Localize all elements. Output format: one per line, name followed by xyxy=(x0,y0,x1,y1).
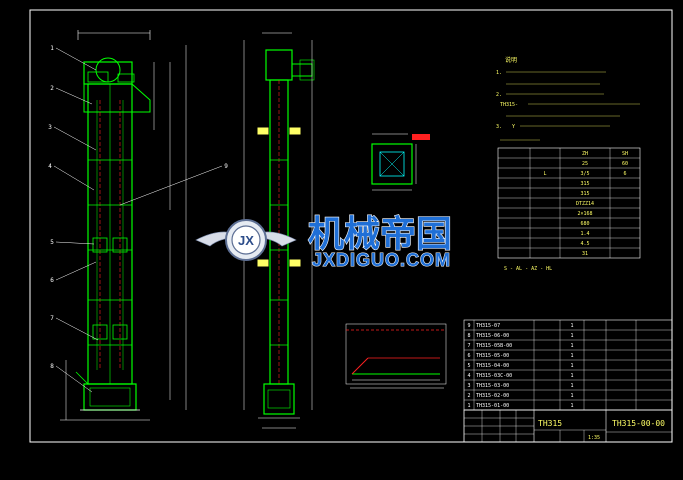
spec-cell: 680 xyxy=(580,221,589,227)
part-code: TH315-01-00 xyxy=(476,403,509,409)
part-index: 7 xyxy=(467,343,470,349)
spec-cell: L xyxy=(543,171,546,177)
balloon-3: 3 xyxy=(48,124,52,131)
part-index: 5 xyxy=(467,363,470,369)
part-qty: 1 xyxy=(570,323,573,329)
part-qty: 1 xyxy=(570,373,573,379)
part-index: 8 xyxy=(467,333,470,339)
part-qty: 1 xyxy=(570,393,573,399)
balloon-6: 6 xyxy=(50,277,54,284)
note-3: 3. xyxy=(496,124,502,130)
part-code: TH315-06-00 xyxy=(476,333,509,339)
notes-block: 说明 1. 2. TH315- 3. Y xyxy=(496,56,640,141)
spec-cell: 31 xyxy=(582,251,588,257)
spec-cell: 3/5 xyxy=(580,171,589,177)
front-view xyxy=(53,30,223,421)
part-qty: 1 xyxy=(570,343,573,349)
note-model: TH315- xyxy=(500,102,518,108)
watermark: JX 机械帝国 JXDIGUO.COM xyxy=(195,213,453,271)
part-qty: 1 xyxy=(570,403,573,409)
watermark-text-en: JXDIGUO.COM xyxy=(312,250,451,270)
spec-cell: 1.4 xyxy=(580,231,589,237)
part-code: TH315-05-00 xyxy=(476,353,509,359)
balloon-8: 8 xyxy=(50,363,54,370)
balloon-9: 9 xyxy=(224,163,228,170)
part-qty: 1 xyxy=(570,363,573,369)
drawing-scale: 1:35 xyxy=(588,435,600,441)
part-qty: 1 xyxy=(570,383,573,389)
spec-cell: 6 xyxy=(623,171,626,177)
part-index: 1 xyxy=(467,403,470,409)
part-qty: 1 xyxy=(570,353,573,359)
note-2: 2. xyxy=(496,92,502,98)
balloon-5: 5 xyxy=(50,239,54,246)
part-index: 3 xyxy=(467,383,470,389)
part-code: TH315-03-00 xyxy=(476,383,509,389)
drawing-number: TH315-00-00 xyxy=(612,419,665,428)
spec-cell: ZH xyxy=(582,151,588,157)
spec-cell: 25 xyxy=(582,161,588,167)
part-index: 9 xyxy=(467,323,470,329)
balloon-1: 1 xyxy=(50,45,54,52)
notes-title: 说明 xyxy=(505,56,517,64)
watermark-text-cn: 机械帝国 xyxy=(308,214,452,255)
balloon-7: 7 xyxy=(50,315,54,322)
drawing-frame xyxy=(29,9,673,443)
balloon-4: 4 xyxy=(48,163,52,170)
note-1: 1. xyxy=(496,70,502,76)
balloon-2: 2 xyxy=(50,85,54,92)
spec-cell: 60 xyxy=(622,161,628,167)
spec-cell: DTZZ14 xyxy=(576,201,594,207)
spec-cell: 4.5 xyxy=(580,241,589,247)
discharge-detail xyxy=(345,323,447,389)
part-code: TH315-05B-00 xyxy=(476,343,512,349)
title-block: TH315 TH315-00-00 1:35 xyxy=(463,409,673,443)
part-code: TH315-07 xyxy=(476,323,500,329)
part-index: 2 xyxy=(467,393,470,399)
part-balloons: 1 2 3 4 9 5 6 7 8 xyxy=(48,45,228,370)
spec-cell: SH xyxy=(622,151,628,157)
section-detail xyxy=(371,133,430,191)
watermark-emblem-letters: JX xyxy=(238,233,254,248)
part-code: TH315-03C-00 xyxy=(476,373,512,379)
spec-footer: S - AL - AZ - HL xyxy=(504,266,552,272)
part-code: TH315-02-00 xyxy=(476,393,509,399)
part-index: 6 xyxy=(467,353,470,359)
spec-cell: 315 xyxy=(580,181,589,187)
drawing-title: TH315 xyxy=(538,419,562,428)
part-index: 4 xyxy=(467,373,470,379)
spec-cell: 315 xyxy=(580,191,589,197)
side-view xyxy=(243,32,315,429)
spec-cell: 2×168 xyxy=(577,211,592,217)
note-y: Y xyxy=(512,124,515,130)
part-qty: 1 xyxy=(570,333,573,339)
part-code: TH315-04-00 xyxy=(476,363,509,369)
